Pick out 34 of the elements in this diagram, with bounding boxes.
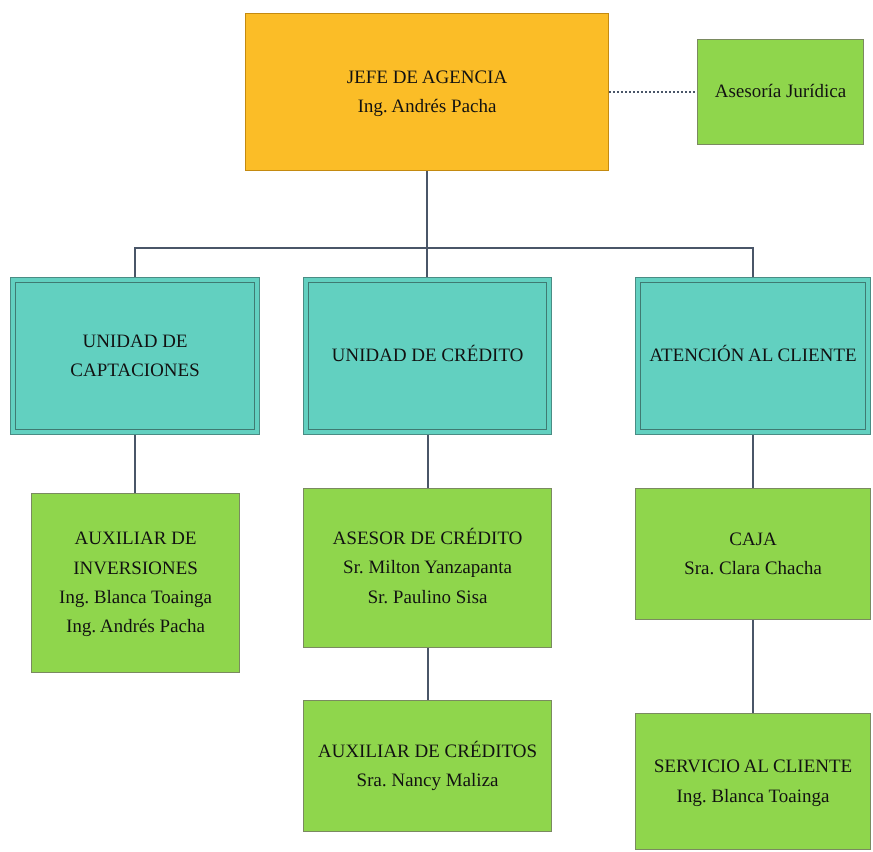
- position-title: ATENCIÓN AL CLIENTE: [649, 344, 857, 368]
- person-name: Ing. Blanca Toainga: [676, 784, 830, 808]
- position-title: AUXILIAR DE INVERSIONES: [72, 527, 199, 581]
- position-box: [635, 488, 871, 620]
- connector-line: [752, 435, 754, 488]
- position-title: UNIDAD DE CRÉDITO: [332, 344, 524, 368]
- connector-line: [752, 620, 754, 713]
- connector-line: [427, 648, 429, 700]
- position-box: [697, 39, 864, 145]
- unit-box: [635, 277, 871, 435]
- person-name: Ing. Blanca Toainga: [59, 586, 212, 610]
- position-title: AUXILIAR DE CRÉDITOS: [318, 740, 538, 764]
- person-name: Sr. Paulino Sisa: [368, 586, 488, 610]
- position-title: Asesoría Jurídica: [714, 80, 846, 104]
- position-title: ASESOR DE CRÉDITO: [332, 526, 522, 551]
- position-box: [31, 493, 240, 673]
- person-name: Sr. Milton Yanzapanta: [343, 556, 512, 580]
- connector-line: [427, 435, 429, 488]
- position-title: UNIDAD DE CAPTACIONES: [69, 330, 201, 383]
- position-title: SERVICIO AL CLIENTE: [654, 755, 852, 780]
- unit-box: [10, 277, 260, 435]
- connector-line: [134, 435, 136, 493]
- position-box: [303, 488, 552, 648]
- person-name: Ing. Andrés Pacha: [66, 615, 205, 640]
- person-name: Sra. Nancy Maliza: [356, 769, 498, 793]
- person-name: Sra. Clara Chacha: [684, 557, 822, 581]
- position-box: [635, 713, 871, 850]
- position-box: [303, 700, 552, 832]
- position-title: JEFE DE AGENCIA: [346, 66, 508, 90]
- position-title: CAJA: [729, 528, 777, 552]
- person-name: Ing. Andrés Pacha: [358, 95, 496, 119]
- position-box: [245, 13, 609, 171]
- unit-box: [303, 277, 552, 435]
- connector-line: [609, 91, 697, 93]
